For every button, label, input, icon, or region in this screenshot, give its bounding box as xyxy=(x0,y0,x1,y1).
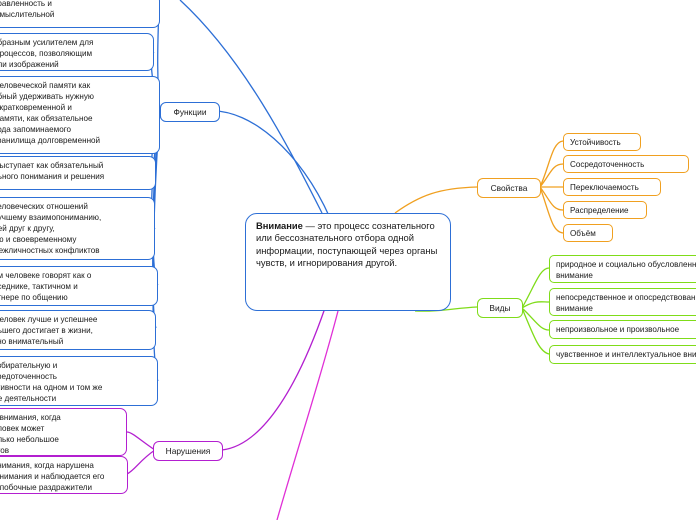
type-item[interactable]: природное и социально обусловленное вним… xyxy=(549,255,696,283)
central-topic[interactable]: Внимание — это процесс сознательного или… xyxy=(245,213,451,311)
property-item[interactable]: Переключаемость xyxy=(563,178,661,196)
trunk-down-magenta xyxy=(276,310,339,520)
branch-functions[interactable]: Функции xyxy=(160,102,220,122)
function-item[interactable]: человеческих отношений лучшему взаимопон… xyxy=(0,197,155,260)
function-item[interactable]: выступает как обязательный льного понима… xyxy=(0,156,156,190)
type-item[interactable]: непроизвольное и произвольное xyxy=(549,320,696,339)
function-item[interactable]: избирательную и средоточенность ктивност… xyxy=(0,356,158,406)
branch-properties[interactable]: Свойства xyxy=(477,178,541,198)
function-item[interactable]: человек лучше и успешнее льшего достигае… xyxy=(0,310,156,350)
disorder-item[interactable]: внимания, когда нарушена внимания и набл… xyxy=(0,456,128,494)
trunk-functions xyxy=(211,110,331,219)
central-topic-definition: — это процесс сознательного или бессозна… xyxy=(256,220,438,268)
disorder-item[interactable]: я внимания, когда еловек может олько неб… xyxy=(0,408,127,456)
branch-types[interactable]: Виды xyxy=(477,298,523,318)
central-topic-term: Внимание xyxy=(256,220,303,231)
function-item[interactable]: правленность и ь мыслительной xyxy=(0,0,160,28)
function-item[interactable]: человеческой памяти как обный удерживать… xyxy=(0,76,160,154)
property-item[interactable]: Объём xyxy=(563,224,613,242)
property-item[interactable]: Распределение xyxy=(563,201,647,219)
property-item[interactable]: Сосредоточенность xyxy=(563,155,689,173)
trunk-properties xyxy=(394,186,478,214)
trunk-disorders xyxy=(221,307,326,451)
type-item[interactable]: непосредственное и опосредствованное вни… xyxy=(549,288,696,316)
function-item[interactable]: ом человеке говорят как о еседнике, такт… xyxy=(0,266,158,306)
type-item[interactable]: чувственное и интеллектуальное внимание xyxy=(549,345,696,364)
function-item[interactable]: образным усилителем для процессов, позво… xyxy=(0,33,154,71)
branch-disorders[interactable]: Нарушения xyxy=(153,441,223,461)
property-item[interactable]: Устойчивость xyxy=(563,133,641,151)
